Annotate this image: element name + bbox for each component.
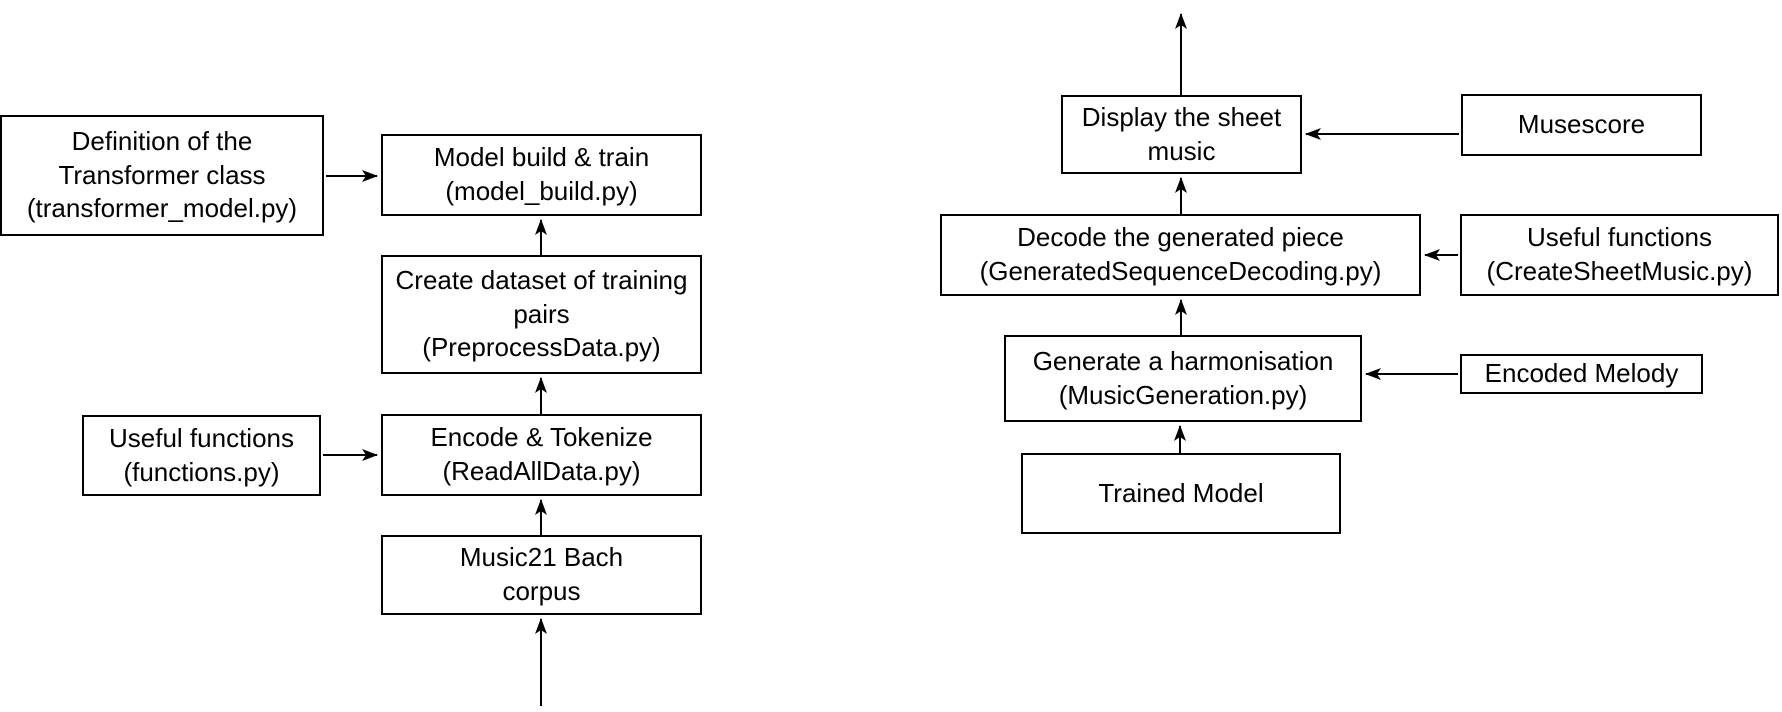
node-useful-functions-right: Useful functions (CreateSheetMusic.py) (1460, 214, 1779, 296)
node-label: Encoded Melody (1484, 358, 1679, 389)
node-music21-bach-corpus: Music21 Bach corpus (381, 535, 702, 615)
node-trained-model: Trained Model (1021, 453, 1341, 534)
node-label: Useful functions (109, 422, 294, 453)
node-decode-generated-piece: Decode the generated piece (GeneratedSeq… (940, 214, 1421, 296)
node-encoded-melody: Encoded Melody (1460, 354, 1703, 394)
node-encode-tokenize: Encode & Tokenize (ReadAllData.py) (381, 414, 702, 496)
node-label: Encode & Tokenize (430, 422, 653, 453)
node-file-label: (MusicGeneration.py) (1058, 379, 1308, 410)
node-label: Useful functions (1527, 222, 1712, 253)
node-definition-transformer-class: Definition of the Transformer class (tra… (0, 115, 324, 236)
node-musescore: Musescore (1461, 94, 1702, 156)
node-model-build-train: Model build & train (model_build.py) (381, 134, 702, 216)
node-label: Definition of the Transformer class (58, 125, 266, 190)
node-file-label: (CreateSheetMusic.py) (1486, 256, 1753, 286)
node-label: Model build & train (433, 142, 650, 173)
node-label: Create dataset of training pairs (395, 264, 688, 329)
node-label: Decode the generated piece (1017, 222, 1344, 253)
node-file-label: (transformer_model.py) (26, 193, 298, 224)
node-file-label: (model_build.py) (445, 176, 638, 206)
node-file-label: (ReadAllData.py) (442, 456, 641, 486)
node-useful-functions-left: Useful functions (functions.py) (82, 415, 321, 496)
node-label: Music21 Bach corpus (459, 542, 624, 606)
node-create-dataset-training-pairs: Create dataset of training pairs (Prepro… (381, 255, 702, 374)
node-label: Trained Model (1098, 477, 1264, 508)
node-label: Display the sheet music (1081, 101, 1282, 166)
node-generate-harmonisation: Generate a harmonisation (MusicGeneratio… (1004, 335, 1362, 422)
node-file-label: (GeneratedSequenceDecoding.py) (979, 256, 1382, 286)
node-label: Musescore (1517, 109, 1646, 140)
node-label: Generate a harmonisation (1032, 345, 1334, 376)
node-file-label: (PreprocessData.py) (422, 332, 661, 363)
node-display-sheet-music: Display the sheet music (1061, 95, 1302, 174)
node-file-label: (functions.py) (123, 456, 280, 487)
